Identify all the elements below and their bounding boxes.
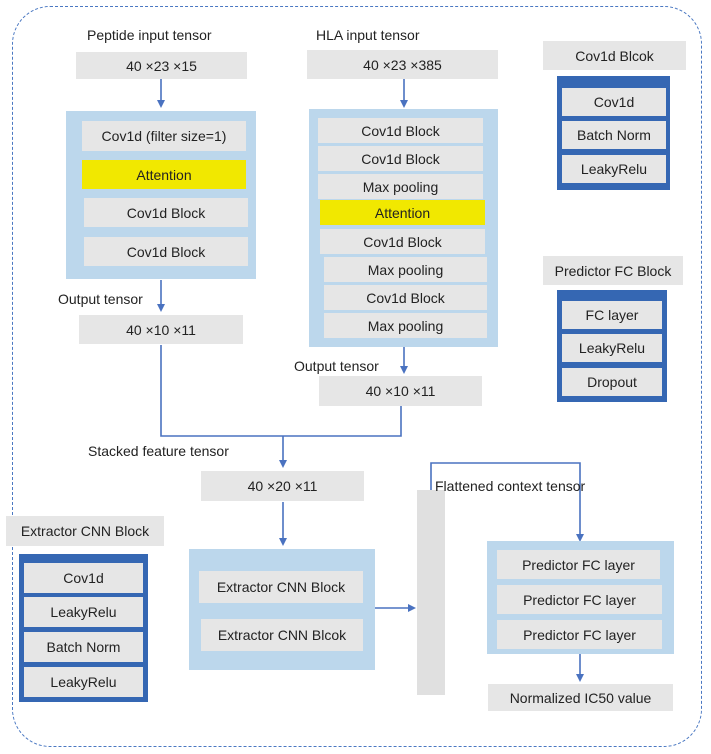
- hla-layer-2: Cov1d Block: [318, 146, 483, 171]
- legend-extractor-item-3: Batch Norm: [24, 632, 143, 662]
- legend-cov1d-item-1: Cov1d: [562, 88, 666, 116]
- predictor-layer-2: Predictor FC layer: [497, 585, 662, 614]
- hla-input-shape: 40 ×23 ×385: [307, 50, 498, 79]
- flattened-context-bar: [417, 490, 445, 695]
- legend-predictor-item-3: Dropout: [562, 368, 662, 396]
- peptide-input-title: Peptide input tensor: [87, 27, 212, 43]
- outer-dashed-frame: [12, 6, 702, 747]
- legend-extractor-item-2: LeakyRelu: [24, 597, 143, 627]
- peptide-layer-attention: Attention: [82, 160, 246, 189]
- hla-layer-6: Max pooling: [324, 257, 487, 282]
- flattened-label: Flattened context tensor: [435, 478, 586, 494]
- hla-layer-1: Cov1d Block: [318, 118, 483, 143]
- peptide-output-label: Output tensor: [58, 291, 143, 307]
- legend-extractor-item-1: Cov1d: [24, 563, 143, 593]
- arrow-predictor: [430, 462, 584, 542]
- hla-layer-8: Max pooling: [324, 313, 487, 338]
- predictor-layer-1: Predictor FC layer: [497, 550, 660, 579]
- peptide-layer-cov1d: Cov1d (filter size=1): [82, 121, 246, 151]
- legend-cov1d-title: Cov1d Blcok: [543, 41, 686, 70]
- normalized-ic50-output: Normalized IC50 value: [488, 684, 673, 711]
- peptide-layer-cov1d-block-2: Cov1d Block: [84, 237, 248, 266]
- legend-predictor-item-2: LeakyRelu: [562, 334, 662, 362]
- line-merge: [160, 345, 402, 437]
- hla-input-title: HLA input tensor: [316, 27, 420, 43]
- legend-cov1d-item-3: LeakyRelu: [562, 155, 666, 183]
- predictor-layer-3: Predictor FC layer: [497, 620, 662, 649]
- legend-cov1d-item-2: Batch Norm: [562, 121, 666, 149]
- hla-layer-attention: Attention: [320, 200, 485, 225]
- stacked-label: Stacked feature tensor: [88, 443, 229, 459]
- hla-output-shape: 40 ×10 ×11: [319, 376, 482, 406]
- peptide-output-shape: 40 ×10 ×11: [79, 315, 243, 344]
- peptide-input-shape: 40 ×23 ×15: [76, 52, 247, 79]
- hla-layer-3: Max pooling: [318, 174, 483, 199]
- hla-layer-7: Cov1d Block: [324, 285, 487, 310]
- peptide-layer-cov1d-block-1: Cov1d Block: [84, 198, 248, 227]
- legend-predictor-title: Predictor FC Block: [543, 256, 683, 285]
- extractor-block-2: Extractor CNN Blcok: [201, 619, 363, 651]
- legend-extractor-title: Extractor CNN Block: [6, 516, 164, 546]
- hla-layer-5: Cov1d Block: [320, 229, 485, 254]
- legend-predictor-item-1: FC layer: [562, 301, 662, 329]
- hla-encoder-panel: [309, 109, 498, 347]
- legend-extractor-item-4: LeakyRelu: [24, 667, 143, 697]
- hla-output-label: Output tensor: [294, 358, 379, 374]
- extractor-panel: [189, 549, 375, 670]
- stacked-shape: 40 ×20 ×11: [201, 471, 364, 501]
- extractor-block-1: Extractor CNN Block: [199, 571, 363, 603]
